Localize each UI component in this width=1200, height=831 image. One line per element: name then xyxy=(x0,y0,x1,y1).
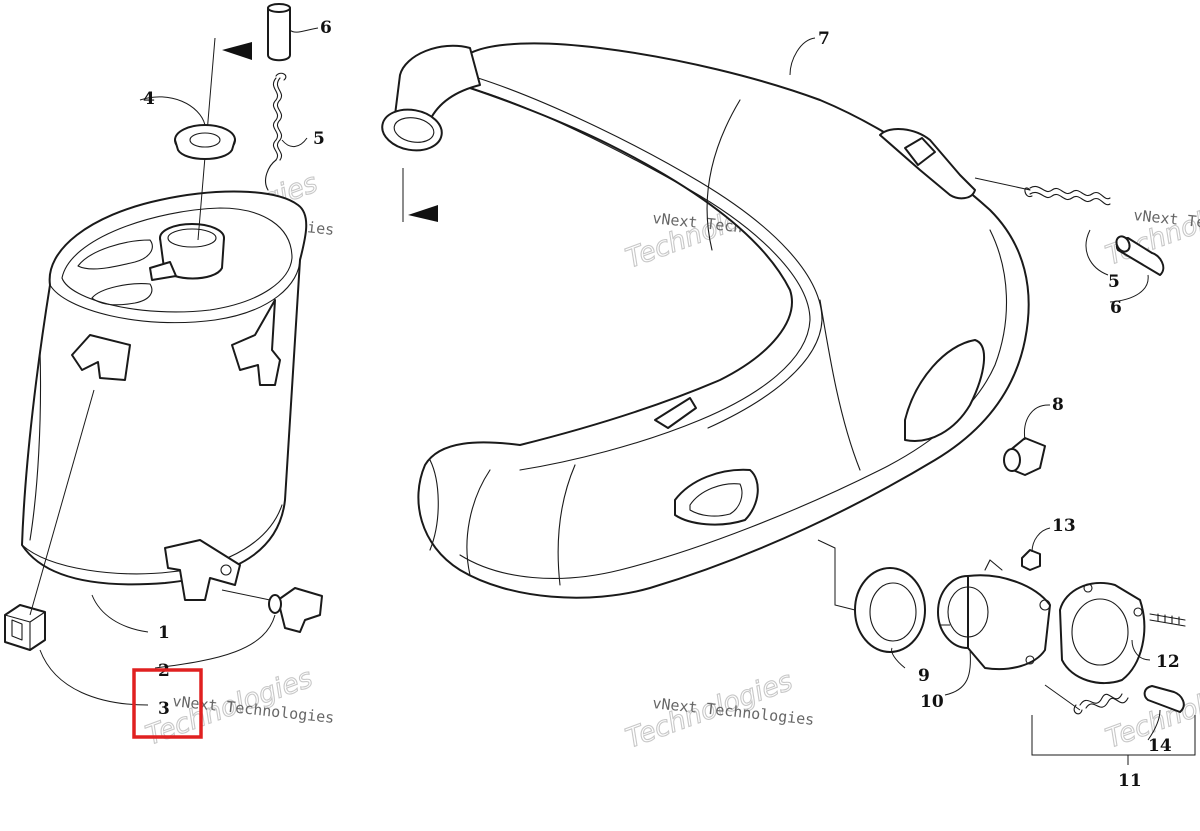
expansion-chamber-assembly xyxy=(381,42,1030,599)
callout-10: 10 xyxy=(920,692,944,712)
muffler-body xyxy=(21,190,308,586)
callout-1: 1 xyxy=(158,623,170,643)
chamber-side-vent xyxy=(904,339,986,442)
leader-14 xyxy=(1147,709,1161,741)
leader-10 xyxy=(944,649,971,696)
callout-12: 12 xyxy=(1156,652,1180,672)
leader-8 xyxy=(1023,404,1051,441)
part-2-bumper xyxy=(268,587,323,633)
muffler-side-seam xyxy=(29,349,42,541)
part-13-nut xyxy=(1021,549,1041,571)
leader-9 xyxy=(891,647,906,669)
leader-3 xyxy=(39,649,149,706)
callout-9: 9 xyxy=(918,666,930,686)
part-4-grommet xyxy=(174,124,236,160)
part-10-flange xyxy=(937,559,1051,671)
leader-flange-spring xyxy=(1044,684,1081,711)
muffler-top-slot-2 xyxy=(91,283,153,306)
leader-chamber-spring xyxy=(974,177,1031,191)
direction-arrow xyxy=(222,42,252,60)
direction-arrow xyxy=(408,205,438,222)
part-5-spring-right xyxy=(1024,186,1111,206)
muffler-outlet-inner xyxy=(167,228,217,248)
leader-11-bracket xyxy=(1031,715,1196,756)
chamber-small-tab xyxy=(654,397,697,429)
part-3-bushing xyxy=(4,604,46,651)
leader-bracket-bumper xyxy=(221,589,271,601)
callout-11: 11 xyxy=(1118,771,1142,791)
chamber-seam-outer xyxy=(459,229,1007,579)
leader-chamber-to-seal xyxy=(817,539,856,611)
part-6-pin-left xyxy=(267,3,291,62)
leader-lines xyxy=(29,27,1196,765)
chamber-cone-line-3 xyxy=(557,464,576,586)
part-12-exhaust-gasket xyxy=(1059,582,1146,685)
muffler-bracket-bottom xyxy=(164,539,241,601)
leader-6-left xyxy=(289,27,319,33)
expansion-chamber-body xyxy=(417,42,1030,599)
flow-arrow-right xyxy=(402,168,438,222)
leader-1 xyxy=(91,594,149,633)
callout-6: 6 xyxy=(320,18,332,38)
callout-13: 13 xyxy=(1052,516,1076,536)
leader-6-right xyxy=(1109,274,1149,303)
chamber-inlet-pipe xyxy=(394,44,481,121)
part-12-stud xyxy=(1149,613,1186,627)
callout-3-highlight-box xyxy=(132,668,203,739)
callout-3: 3 xyxy=(158,699,170,719)
part-9-seal-ring xyxy=(854,567,926,653)
leader-7 xyxy=(789,37,816,76)
muffler-assembly xyxy=(21,190,308,601)
muffler-top-inner xyxy=(61,207,293,313)
leader-13 xyxy=(1031,527,1051,553)
leader-3-to-bracket xyxy=(29,389,95,616)
callout-8: 8 xyxy=(1052,395,1064,415)
callout-14: 14 xyxy=(1148,736,1172,756)
leader-5-left xyxy=(281,137,308,147)
chamber-cone-line-1 xyxy=(706,99,741,251)
chamber-bottom-mount-inner xyxy=(689,483,743,517)
muffler-top-rim xyxy=(49,257,301,324)
muffler-bracket-left xyxy=(71,334,131,381)
part-5-spring-left xyxy=(265,72,287,191)
part-11-spring-kit xyxy=(1073,693,1129,715)
chamber-cone-line-4 xyxy=(466,469,491,576)
leader-12 xyxy=(1131,639,1151,661)
callout-5: 5 xyxy=(313,129,325,149)
chamber-seam-top-2 xyxy=(477,77,823,429)
callout-7: 7 xyxy=(818,29,830,49)
part-8-grommet xyxy=(1003,437,1046,476)
part-6-pin-right xyxy=(1115,235,1165,276)
chamber-spring-hook xyxy=(904,137,936,166)
muffler-outlet-tab xyxy=(149,261,177,281)
chamber-seam-top xyxy=(469,87,811,471)
chamber-inlet-opening xyxy=(393,117,435,143)
chamber-end-ring xyxy=(429,459,439,551)
muffler-bracket-right xyxy=(231,299,281,386)
muffler-bottom-band xyxy=(21,504,283,575)
chamber-top-bracket xyxy=(879,128,976,200)
bracket-hole xyxy=(220,564,232,576)
chamber-cone-line-2 xyxy=(819,299,861,471)
callout-6-right: 6 xyxy=(1110,298,1122,318)
part-14-pin xyxy=(1143,685,1185,713)
callout-4: 4 xyxy=(143,89,155,109)
callout-5-right: 5 xyxy=(1108,272,1120,292)
leader-4 xyxy=(139,96,206,126)
muffler-top-slot-1 xyxy=(77,239,153,270)
leader-2 xyxy=(154,614,276,669)
leader-5-right xyxy=(1085,229,1109,276)
